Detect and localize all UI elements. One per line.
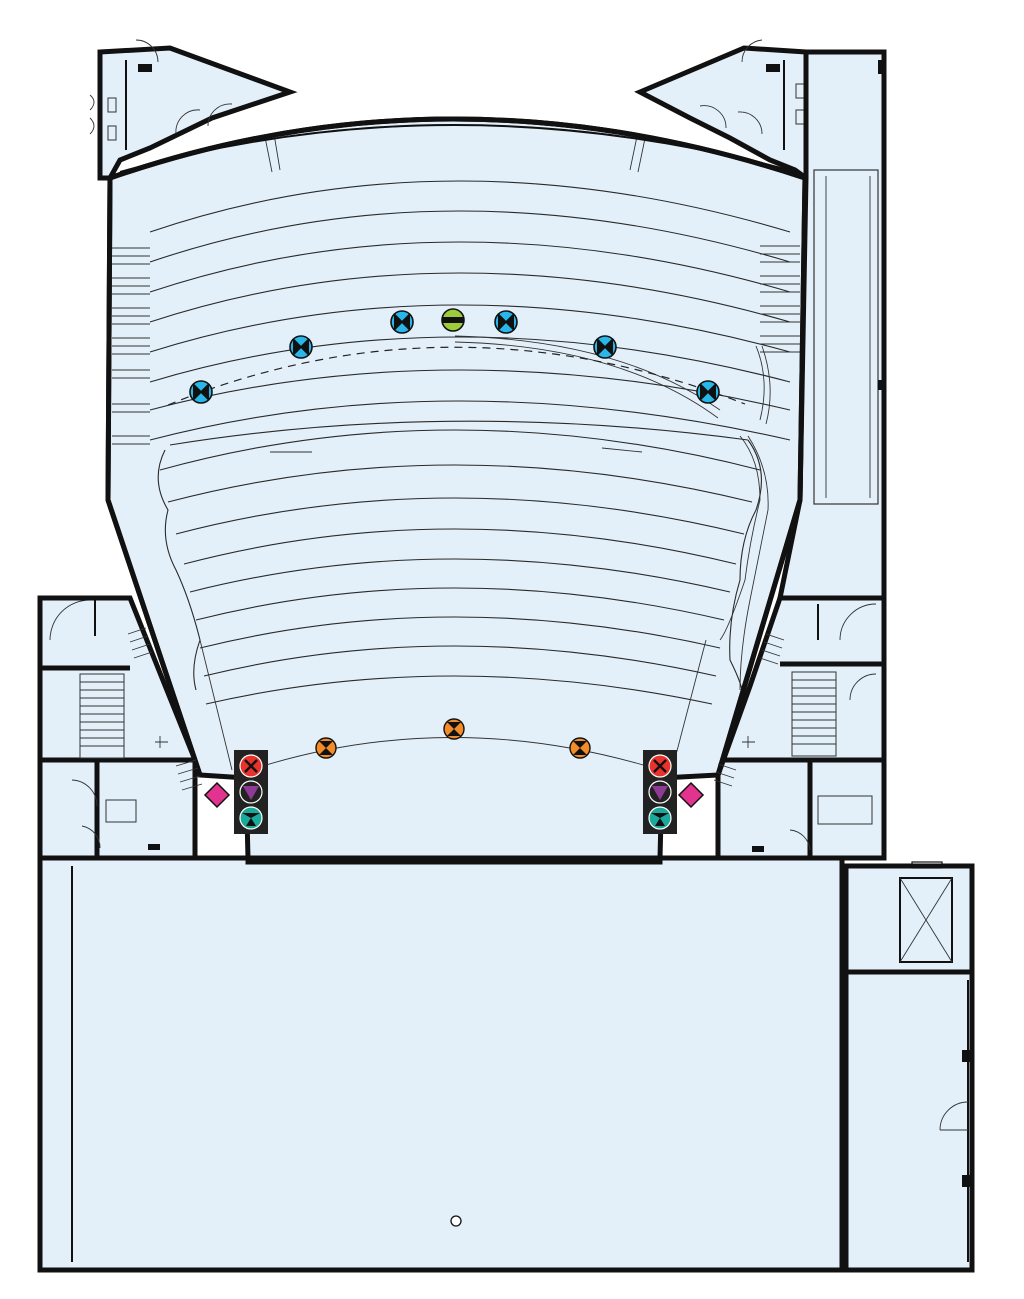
teal-tri-fixture-icon [648,806,672,830]
upper-right-vestibule [634,39,821,183]
cyan-bowtie-fixture-icon [696,380,720,404]
lighting-fixtures [189,308,720,834]
elevator-room [843,863,975,975]
orange-bowtie-fixture-icon [315,737,337,759]
cyan-bowtie-fixture-icon [289,335,313,359]
annex-corridor [843,969,975,1273]
purple-triangle-fixture-icon [648,780,672,804]
balcony-side-treads [112,245,800,445]
stage-floor [37,855,845,1273]
proscenium [37,52,975,1273]
magenta-diamond-fixture-icon [203,781,231,809]
purple-triangle-fixture-icon [239,780,263,804]
right-fixture-stack [643,750,677,834]
right-annex [843,861,975,1273]
left-fixture-stack [234,750,268,834]
right-stair [791,671,837,757]
cyan-bowtie-fixture-icon [189,380,213,404]
cyan-bowtie-fixture-icon [494,310,518,334]
upper-fixture-track [167,346,746,406]
orchestra-seating-rows [159,429,761,705]
green-center-fixture-icon [441,308,465,332]
balcony-seating-rows [149,180,791,441]
auditorium-floor [105,116,808,861]
teal-tri-fixture-icon [239,806,263,830]
angled-wall-doors [127,627,785,791]
magenta-diamond-fixture-icon [677,781,705,809]
left-stair [79,673,125,759]
red-x-fixture-icon [239,754,263,778]
upper-left-vestibule [89,39,298,181]
orange-bowtie-fixture-icon [569,737,591,759]
cyan-bowtie-fixture-icon [390,310,414,334]
stage-floor-marker [450,1215,462,1227]
orange-bowtie-fixture-icon [443,718,465,740]
cyan-bowtie-fixture-icon [593,335,617,359]
red-x-fixture-icon [648,754,672,778]
stage-area [37,855,845,1273]
auditorium [105,116,808,861]
